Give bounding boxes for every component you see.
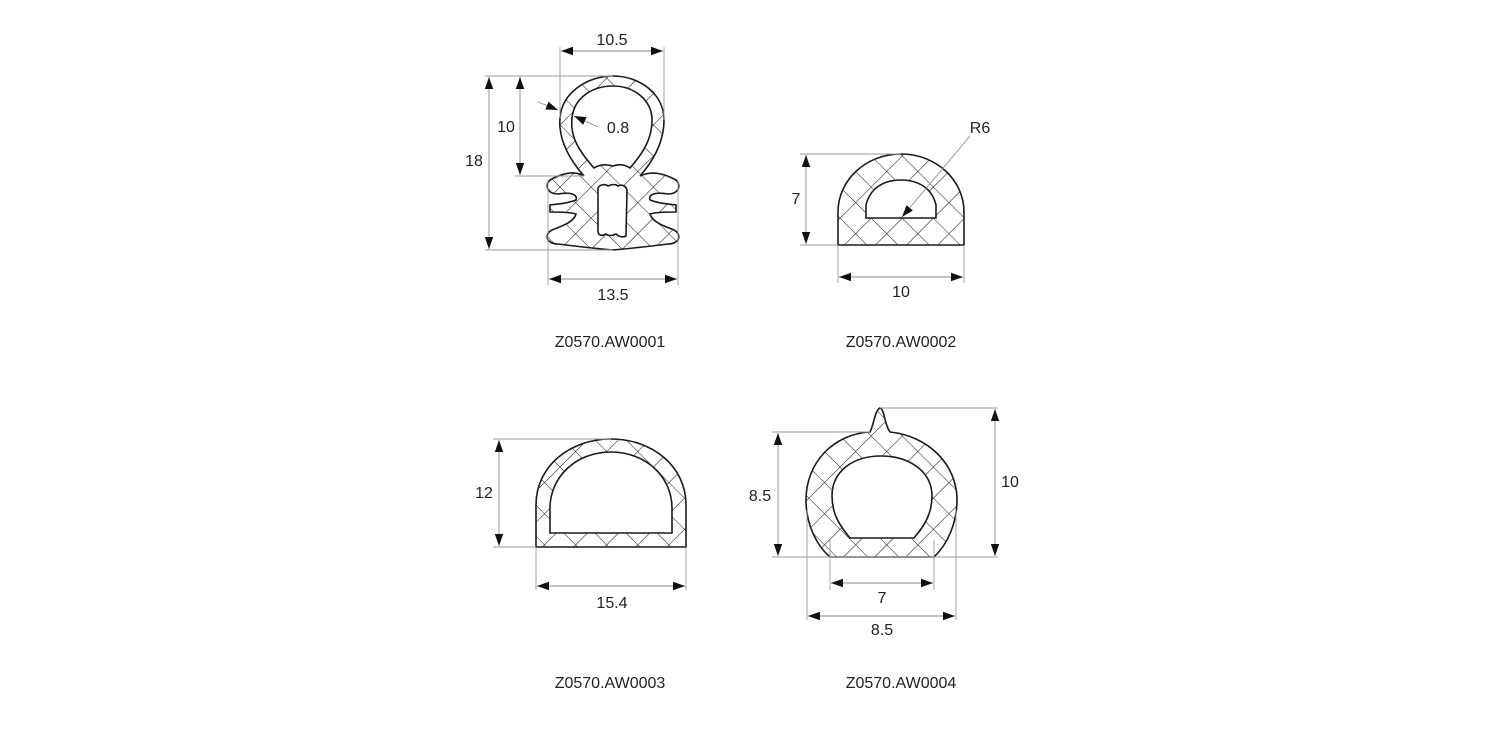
dim-label-radius: R6 [970,120,991,137]
profile-cavity [549,451,673,534]
dim-label-body-height: 8.5 [749,488,771,505]
part-code: Z0570.AW0003 [555,675,666,692]
dim-label-outer-width: 8.5 [871,622,893,639]
dim-label-width: 10 [892,284,910,301]
part-code: Z0570.AW0004 [846,675,957,692]
leader-wall-thickness [537,101,559,111]
dim-label-height: 7 [792,191,801,208]
leader-radius [901,135,971,218]
profile-aw0001: 10.5 10 18 0.8 13.5 Z0570.AW0001 [465,32,680,351]
dim-label-top-width: 10.5 [596,32,627,49]
dim-label-overall-height: 10 [1001,474,1019,491]
profile-shape [546,75,680,251]
profile-aw0002: R6 7 10 Z0570.AW0002 [792,120,991,351]
dim-label-bulb-height: 10 [497,119,515,136]
profile-cavity [865,179,937,219]
profile-aw0003: 12 15.4 Z0570.AW0003 [475,438,687,692]
part-code: Z0570.AW0002 [846,334,957,351]
profile-aw0004: 8.5 10 7 8.5 Z0570.AW0004 [749,407,1019,692]
part-code: Z0570.AW0001 [555,334,666,351]
dim-label-height: 12 [475,485,493,502]
profile-cavity [831,455,933,539]
dim-label-wall-thickness: 0.8 [607,120,629,137]
dim-label-inner-width: 7 [878,590,887,607]
dim-label-width: 15.4 [596,595,627,612]
dim-label-overall-height: 18 [465,153,483,170]
dim-label-base-width: 13.5 [597,287,628,304]
leader-wall-thickness [573,115,599,128]
